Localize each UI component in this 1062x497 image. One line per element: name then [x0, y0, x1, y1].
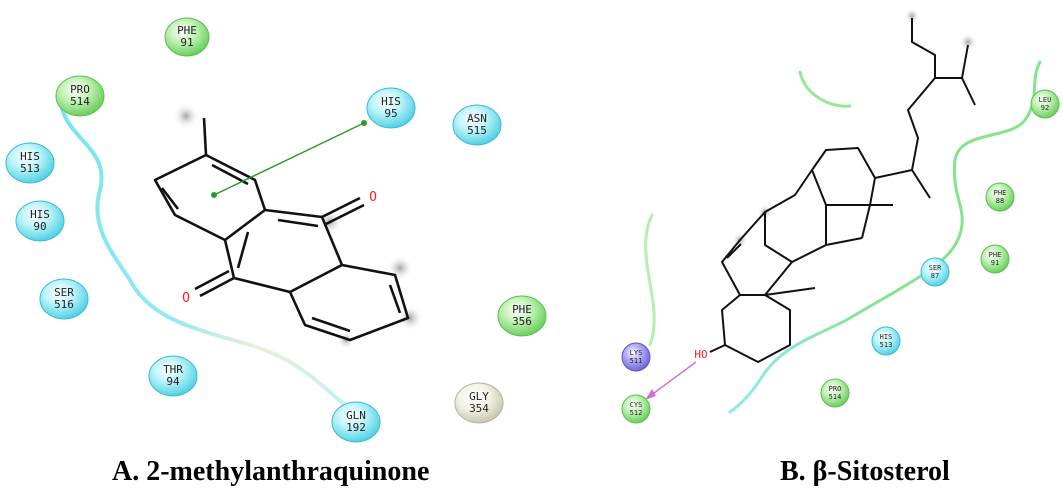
svg-text:514: 514	[70, 95, 90, 108]
svg-text:87: 87	[931, 272, 939, 280]
residue-pro-514: PRO 514	[55, 75, 105, 117]
svg-text:88: 88	[996, 197, 1004, 205]
residue-thr-94: THR 94	[148, 355, 198, 397]
residue-asn-515: ASN 515	[452, 104, 502, 146]
residue-his-95: HIS 95	[366, 87, 416, 129]
svg-text:HIS: HIS	[20, 150, 40, 163]
svg-text:95: 95	[384, 107, 397, 120]
svg-text:PRO: PRO	[829, 385, 842, 393]
interaction-diagram: O O PHE 91 PRO 514 HIS 95 ASN 515 H	[5, 8, 1060, 443]
residue-phe-356: PHE 356	[497, 295, 547, 337]
svg-text:94: 94	[166, 375, 180, 388]
hydroxyl-label: HO	[694, 348, 707, 361]
residue-phe-91-b: PHE 91	[980, 244, 1010, 274]
residue-phe-88: PHE 88	[985, 182, 1015, 212]
residue-gln-192: GLN 192	[331, 401, 381, 443]
panel-a: O O PHE 91 PRO 514 HIS 95 ASN 515 H	[5, 17, 547, 443]
solvent-halo	[173, 103, 199, 129]
svg-text:PHE: PHE	[994, 189, 1007, 197]
solvent-halo	[904, 8, 920, 24]
pi-pi-stacking-line	[213, 122, 365, 196]
residue-cys-512: CYS 512	[621, 394, 651, 424]
residue-his-513-b: HIS 513	[871, 326, 901, 356]
svg-text:512: 512	[630, 409, 643, 417]
residue-ser-87: SER 87	[920, 257, 950, 287]
oxygen-label: O	[369, 190, 377, 205]
svg-text:GLN: GLN	[346, 409, 366, 422]
residue-his-90: HIS 90	[15, 200, 65, 242]
residue-leu-92: LEU 92	[1030, 89, 1060, 119]
svg-text:354: 354	[469, 402, 489, 415]
svg-text:HIS: HIS	[381, 95, 401, 108]
svg-text:PHE: PHE	[989, 251, 1002, 259]
caption-panel-a: A. 2-methylanthraquinone	[112, 456, 430, 487]
solvent-halo	[387, 255, 413, 281]
svg-text:515: 515	[467, 124, 487, 137]
residue-his-513: HIS 513	[5, 142, 55, 184]
solvent-halo	[959, 33, 977, 51]
ring-centroid	[211, 192, 217, 198]
solvent-halo	[397, 305, 423, 331]
ligand-2-methylanthraquinone	[153, 117, 410, 342]
pocket-outline-b-top	[798, 70, 852, 108]
pocket-outline-b-right	[728, 60, 1042, 414]
svg-text:514: 514	[829, 393, 842, 401]
svg-text:92: 92	[1041, 104, 1049, 112]
svg-text:91: 91	[991, 259, 999, 267]
svg-text:CYS: CYS	[630, 401, 643, 409]
svg-text:516: 516	[54, 298, 74, 311]
ring-centroid	[361, 120, 367, 126]
residue-lys-511: LYS 511	[621, 342, 651, 372]
oxygen-label: O	[182, 291, 190, 306]
residue-pro-514-b: PRO 514	[820, 378, 850, 408]
svg-text:90: 90	[33, 220, 46, 233]
pocket-outline-a	[60, 106, 347, 407]
svg-text:PHE: PHE	[177, 24, 197, 37]
residue-ser-516: SER 516	[39, 278, 89, 320]
svg-text:HIS: HIS	[30, 208, 50, 221]
residue-gly-354: GLY 354	[454, 382, 504, 424]
svg-text:LEU: LEU	[1039, 96, 1052, 104]
svg-text:PRO: PRO	[70, 83, 90, 96]
residue-phe-91: PHE 91	[164, 17, 210, 57]
svg-text:HIS: HIS	[880, 333, 893, 341]
svg-text:GLY: GLY	[469, 390, 489, 403]
panel-b: HO LEU 92 PHE 88 PHE 91 SER 87 HIS 513	[621, 8, 1060, 424]
ligand-beta-sitosterol	[709, 18, 976, 363]
svg-text:513: 513	[20, 162, 40, 175]
svg-text:513: 513	[880, 341, 893, 349]
svg-text:SER: SER	[929, 264, 942, 272]
svg-text:192: 192	[346, 421, 366, 434]
svg-text:PHE: PHE	[512, 303, 532, 316]
hbond-arrow	[649, 361, 697, 397]
pocket-outline-b-left	[644, 213, 656, 347]
hbond-arrowhead	[645, 389, 656, 400]
svg-text:SER: SER	[54, 286, 74, 299]
svg-text:356: 356	[512, 315, 532, 328]
svg-text:LYS: LYS	[630, 349, 643, 357]
svg-text:511: 511	[630, 357, 643, 365]
caption-panel-b: B. β-Sitosterol	[780, 456, 950, 487]
svg-text:91: 91	[180, 36, 193, 49]
svg-text:ASN: ASN	[467, 112, 487, 125]
svg-text:THR: THR	[163, 363, 183, 376]
